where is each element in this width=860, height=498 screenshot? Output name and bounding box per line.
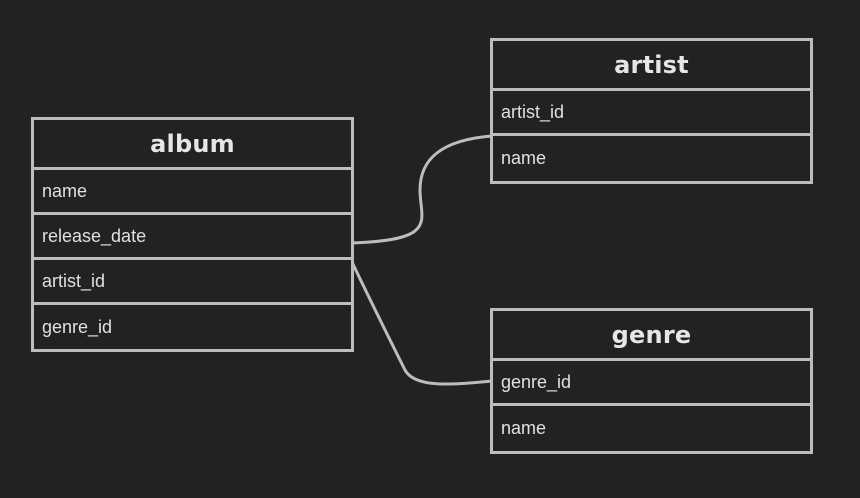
field-artist-id[interactable]: artist_id <box>34 260 351 305</box>
entity-title: album <box>34 120 351 170</box>
field-artist-id[interactable]: artist_id <box>493 91 810 136</box>
field-name[interactable]: name <box>34 170 351 215</box>
field-release-date[interactable]: release_date <box>34 215 351 260</box>
entity-artist[interactable]: artist artist_id name <box>490 38 813 184</box>
field-genre-id[interactable]: genre_id <box>42 317 113 337</box>
entity-title: artist <box>493 41 810 91</box>
field-name[interactable]: name <box>501 418 547 438</box>
connector-album-genre <box>350 261 493 386</box>
field-name[interactable]: name <box>501 148 547 168</box>
entity-genre[interactable]: genre genre_id name <box>490 308 813 454</box>
connector-album-artist <box>351 134 493 245</box>
entity-album[interactable]: album name release_date artist_id genre_… <box>31 117 354 352</box>
entity-title: genre <box>493 311 810 361</box>
field-genre-id[interactable]: genre_id <box>493 361 810 406</box>
